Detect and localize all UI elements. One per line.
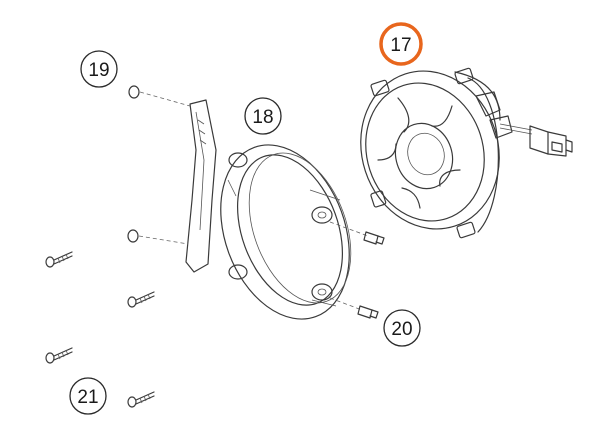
callout-20-label: 20 <box>391 319 412 340</box>
screws-part-21[interactable] <box>45 251 155 408</box>
callout-21-ring <box>69 377 107 415</box>
screws-part-20[interactable] <box>329 221 385 319</box>
callout-19-label: 19 <box>88 60 109 81</box>
callout-19-ring <box>80 50 118 88</box>
callout-20-ring <box>383 309 421 347</box>
screw-21-d <box>127 391 155 408</box>
callout-18[interactable]: 18 <box>244 97 282 135</box>
shroud-part-18[interactable] <box>198 127 372 337</box>
bracket-part-19[interactable] <box>127 85 217 273</box>
callout-21-label: 21 <box>77 387 98 408</box>
screw-21-c <box>45 347 73 364</box>
callout-17-highlight-ring <box>379 22 423 66</box>
callout-19[interactable]: 19 <box>80 50 118 88</box>
screw-21-a <box>45 251 73 268</box>
callout-17[interactable]: 17 <box>379 22 423 66</box>
callout-20[interactable]: 20 <box>383 309 421 347</box>
callout-17-label: 17 <box>390 35 411 56</box>
callout-21[interactable]: 21 <box>69 377 107 415</box>
callout-18-label: 18 <box>252 107 273 128</box>
screw-21-b <box>127 291 155 308</box>
fan-part-17[interactable] <box>341 53 573 247</box>
callout-18-ring <box>244 97 282 135</box>
